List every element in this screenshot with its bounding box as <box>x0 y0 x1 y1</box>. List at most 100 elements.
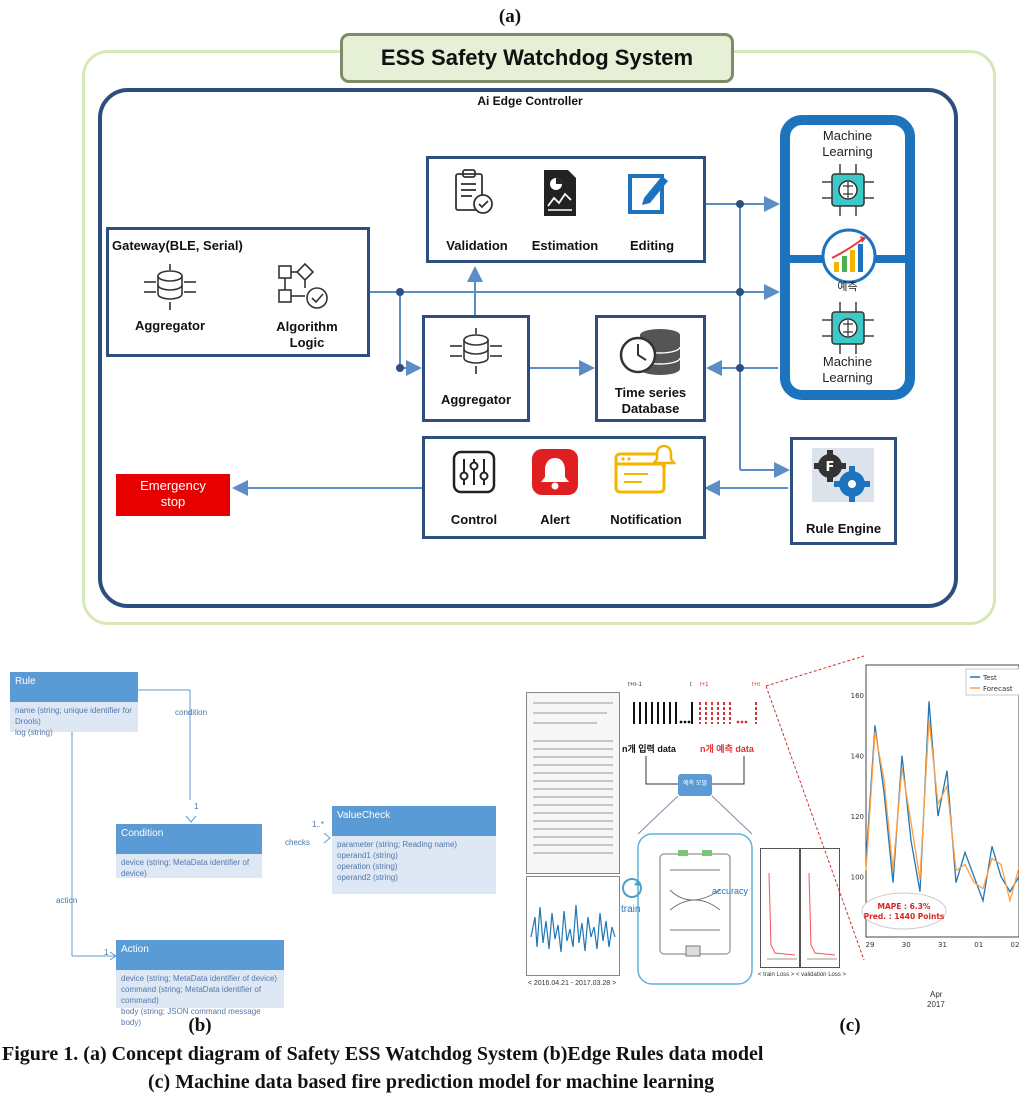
edit-icon <box>626 168 672 218</box>
legend-label: Forecast <box>983 685 1013 693</box>
accuracy-label: accuracy <box>712 886 749 896</box>
timeline-bars <box>633 702 757 724</box>
x-tick-label: 29 <box>866 941 875 949</box>
time-label-2: t <box>690 682 692 688</box>
condition-multiplicity: 1 <box>194 802 199 811</box>
data-table-thumbnail <box>526 692 620 874</box>
uml-checks-arrow <box>323 832 331 844</box>
action-class-title: Action <box>116 940 284 970</box>
rule-engine-label: Rule Engine <box>805 521 882 536</box>
clipboard-check-icon <box>450 168 496 218</box>
rule-class-title: Rule <box>10 672 138 702</box>
rule-attr-log: log (string) <box>15 728 53 737</box>
emergency-label-2: stop <box>160 494 186 509</box>
pred-points-label: Pred. : 1440 Points <box>864 912 945 921</box>
panel-c-label: (c) <box>839 1015 861 1036</box>
action-class-attrs: device (string; MetaData identifier of d… <box>116 970 284 1027</box>
ml-bottom-label-2: Learning <box>822 370 873 385</box>
condition-attr-device: device (string; MetaData identifier of d… <box>121 858 250 878</box>
valuecheck-class-title: ValueCheck <box>332 806 496 836</box>
notification-label: Notification <box>610 512 682 527</box>
ml-top-label-2: Learning <box>822 144 873 159</box>
algorithm-flow-icon <box>275 262 335 312</box>
condition-link-label: condition <box>175 708 208 717</box>
legend-label: Test <box>982 674 997 682</box>
condition-class-attrs: device (string; MetaData identifier of d… <box>116 854 262 878</box>
train-loop-icon <box>620 876 644 900</box>
action-multiplicity: 1 <box>104 948 109 957</box>
valuecheck-attr-parameter: parameter (string; Reading name) <box>337 840 458 849</box>
date-range-label: < 2016.04.21 - 2017.03.28 > <box>527 980 617 987</box>
x-tick-label: 30 <box>902 941 911 949</box>
ml-bottom-label-1: Machine <box>822 354 873 369</box>
train-loss-label: < train Loss > <box>758 972 795 978</box>
valuecheck-attr-operand2: operand2 (string) <box>337 873 398 882</box>
model-center-label: 예측 모델 <box>683 781 707 787</box>
forecast-year-label: 2017 <box>927 1000 945 1009</box>
database-hub-icon <box>140 262 200 312</box>
time-label-3: t+1 <box>700 682 709 688</box>
legend-box <box>965 668 1019 696</box>
figure-caption-line-2: (c) Machine data based fire prediction m… <box>148 1071 715 1093</box>
report-chart-icon <box>540 168 580 218</box>
ai-chip-icon-2 <box>818 300 878 356</box>
control-label: Control <box>450 512 498 527</box>
time-label-1: t+n-1 <box>628 682 642 688</box>
action-link-label: action <box>56 896 78 905</box>
editing-label: Editing <box>629 238 675 253</box>
action-attr-device: device (string; MetaData identifier of d… <box>121 974 278 983</box>
tsdb-label-2: Database <box>621 401 680 416</box>
x-tick-label: 02 <box>1011 941 1019 949</box>
notification-window-icon <box>612 444 677 496</box>
metrics-badge <box>861 892 947 930</box>
rule-class-attrs: name (string; unique identifier for Droo… <box>10 702 138 737</box>
prediction-chart-icon <box>816 228 882 284</box>
train-label: train <box>621 904 641 915</box>
y-tick-label: 140 <box>851 753 864 761</box>
system-title: ESS Safety Watchdog System <box>340 33 734 83</box>
time-label-4: t+n <box>752 682 761 688</box>
panel-a-label: (a) <box>498 6 522 27</box>
series-line-forecast <box>865 719 1019 904</box>
uml-rule-class: Rule name (string; unique identifier for… <box>10 672 138 737</box>
controller-label: Ai Edge Controller <box>477 94 583 108</box>
checks-multiplicity: 1..* <box>312 820 325 829</box>
ai-chip-icon <box>818 162 878 218</box>
svg-text:F: F <box>826 460 835 475</box>
rule-engine-gears-icon: F <box>808 446 878 504</box>
ml-top-label-1: Machine <box>822 128 873 143</box>
series-line-test <box>865 701 1019 904</box>
uml-valuecheck-class: ValueCheck parameter (string; Reading na… <box>332 806 496 894</box>
alert-label: Alert <box>540 512 570 527</box>
uml-action-class: Action device (string; MetaData identifi… <box>116 940 284 1027</box>
rule-attr-name: name (string; unique identifier for Droo… <box>15 706 132 726</box>
validation-loss-plot <box>800 848 840 968</box>
prediction-data-label: n개 예측 data <box>700 744 754 754</box>
x-tick-label: 01 <box>974 941 983 949</box>
aggregator-hub-icon <box>446 326 506 376</box>
ml-mid-label: 예측 <box>837 281 858 293</box>
valuecheck-attr-operand1: operand1 (string) <box>337 851 398 860</box>
forecast-month-label: Apr <box>930 990 943 999</box>
y-tick-label: 160 <box>851 692 864 700</box>
y-tick-label: 100 <box>851 874 864 882</box>
mape-label: MAPE : 6.3% <box>878 902 931 911</box>
plot-area <box>865 664 1019 938</box>
validation-loss-label: < validation Loss > <box>796 972 847 978</box>
zoom-guides <box>765 655 865 961</box>
emergency-stop-button[interactable]: Emergency stop <box>116 474 230 516</box>
valuecheck-attr-operation: operation (string) <box>337 862 398 871</box>
estimation-label: Estimation <box>531 238 599 253</box>
model-flow <box>637 756 753 985</box>
alert-bell-icon <box>531 448 579 496</box>
tsdb-label-1: Time series <box>614 385 687 400</box>
train-loss-plot <box>760 848 800 968</box>
y-tick-label: 120 <box>851 813 864 821</box>
checks-link-label: checks <box>285 838 310 847</box>
emergency-label-1: Emergency <box>140 478 206 493</box>
valuecheck-class-attrs: parameter (string; Reading name) operand… <box>332 836 496 894</box>
validation-label: Validation <box>446 238 508 253</box>
action-attr-command: command (string; MetaData identifier of … <box>121 985 262 1005</box>
input-data-label: n개 입력 data <box>622 744 676 754</box>
